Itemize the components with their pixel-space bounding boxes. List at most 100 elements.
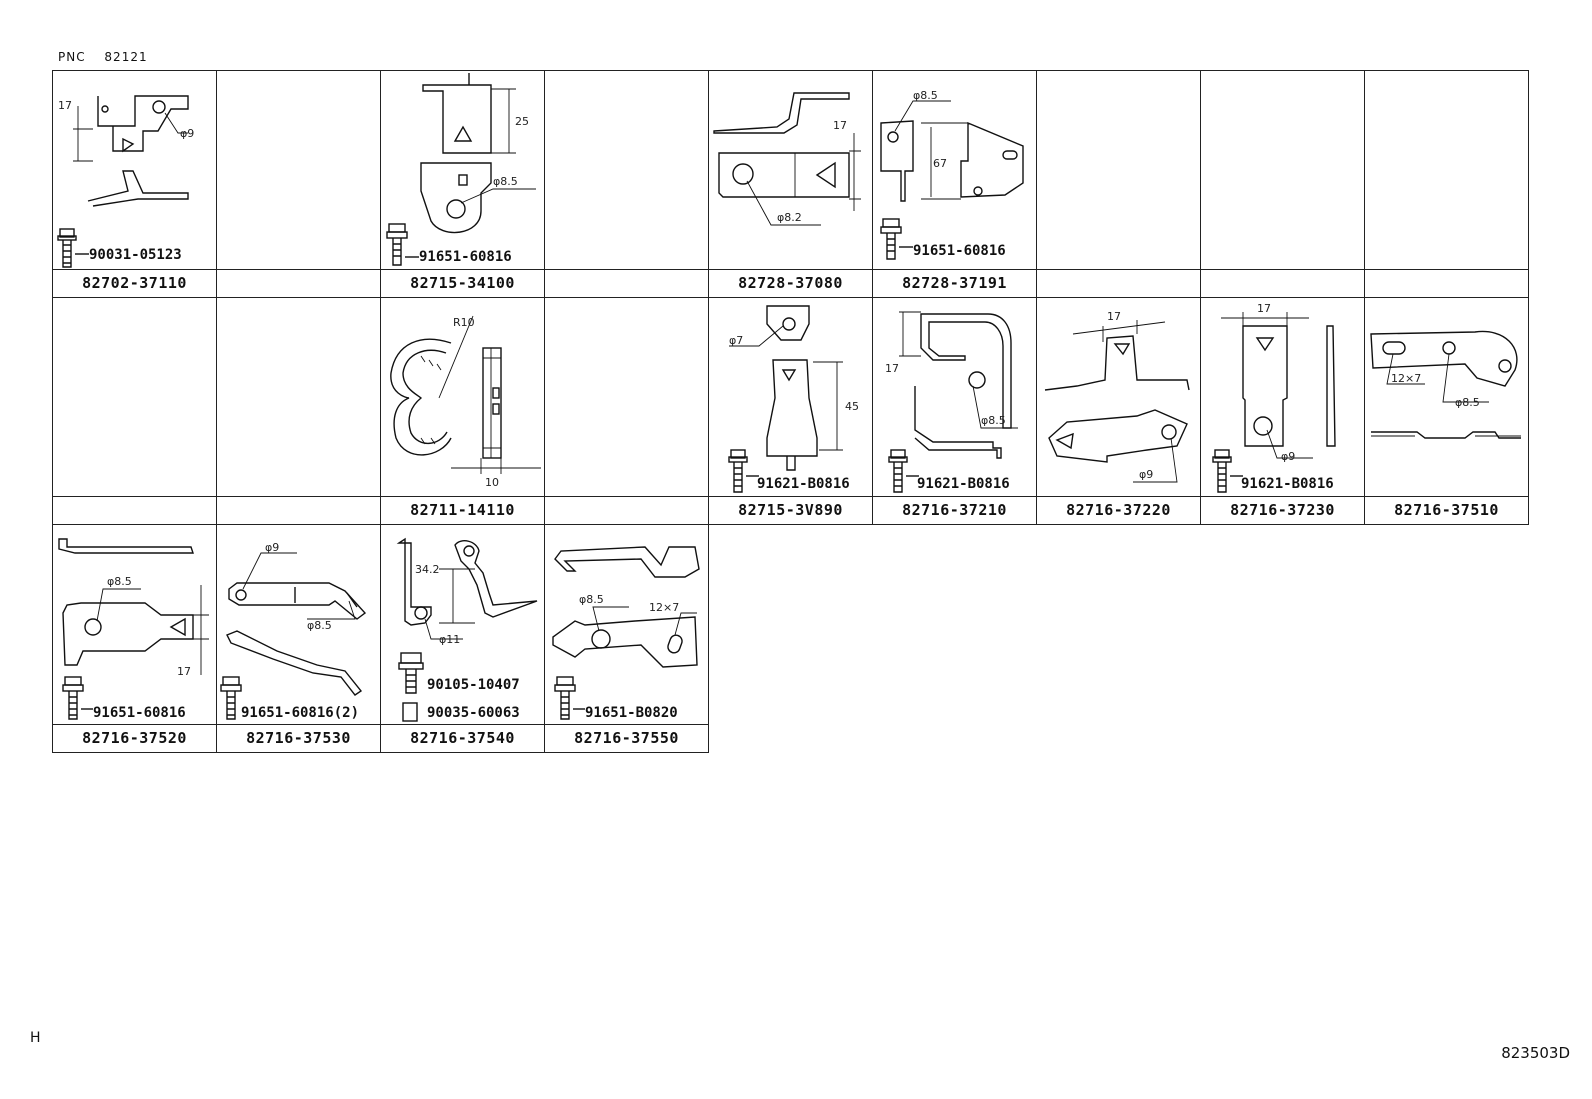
cell-r2c5[interactable]: φ7 45 91621-B0816 82715-3V890 xyxy=(708,297,873,525)
bracket-drawing: φ7 45 xyxy=(709,298,872,498)
part-number-empty xyxy=(217,496,380,524)
dim-phi85: φ8.5 xyxy=(579,593,604,606)
bolt-icon xyxy=(888,449,919,493)
dim-phi9: φ9 xyxy=(1281,450,1295,463)
cell-r1c1[interactable]: 17 φ9 90031-05123 82702-37110 xyxy=(52,70,217,298)
dim-phi82: φ8.2 xyxy=(777,211,802,224)
bracket-drawing: 17 φ9 xyxy=(1201,298,1364,498)
clamp-drawing: R10 10 xyxy=(381,298,544,498)
dim-12x7: 12×7 xyxy=(649,601,679,614)
bracket-drawing: 34.2 φ11 xyxy=(381,525,544,725)
part-number: 82716-37230 xyxy=(1201,496,1364,524)
bolt-icon xyxy=(386,223,419,266)
part-number: 82715-3V890 xyxy=(709,496,872,524)
bracket-drawing: φ8.5 12×7 xyxy=(545,525,708,725)
part-number: 82716-37210 xyxy=(873,496,1036,524)
dim-phi9: φ9 xyxy=(1139,468,1153,481)
cell-r2c1-empty xyxy=(52,297,217,525)
dim-12x7: 12×7 xyxy=(1391,372,1421,385)
bolt-number: 90105-10407 xyxy=(427,677,520,693)
bracket-drawing: 17 φ9 xyxy=(1037,298,1200,498)
dim-17: 17 xyxy=(58,99,72,112)
part-number: 82716-37520 xyxy=(53,724,216,752)
cell-r2c6[interactable]: 17 φ8.5 91621-B0816 82716-37210 xyxy=(872,297,1037,525)
dim-phi11: φ11 xyxy=(439,633,460,646)
part-number-empty xyxy=(1201,269,1364,297)
bolt-icon xyxy=(62,676,93,720)
cell-r2c8[interactable]: 17 φ9 91621-B0816 82716-37230 xyxy=(1200,297,1365,525)
cell-r3c4[interactable]: φ8.5 12×7 91651-B0820 82716-37550 xyxy=(544,524,709,753)
cell-r3c1[interactable]: φ8.5 17 91651-60816 82716-37520 xyxy=(52,524,217,753)
part-number: 82728-37080 xyxy=(709,269,872,297)
dim-phi85: φ8.5 xyxy=(913,89,938,102)
part-number: 82716-37530 xyxy=(217,724,380,752)
cell-r1c8-empty xyxy=(1200,70,1365,298)
dim-phi85: φ8.5 xyxy=(307,619,332,632)
dim-25: 25 xyxy=(515,115,529,128)
dim-17: 17 xyxy=(177,665,191,678)
cell-r1c3[interactable]: 25 φ8.5 91651-60816 82715-34100 xyxy=(380,70,545,298)
bolt-number: 91621-B0816 xyxy=(757,476,850,492)
nut-icon xyxy=(402,702,418,722)
cell-r3c3[interactable]: 34.2 φ11 90105-10407 90035-60063 82716-3… xyxy=(380,524,545,753)
part-number: 82728-37191 xyxy=(873,269,1036,297)
cell-r2c3[interactable]: R10 10 82711-14110 xyxy=(380,297,545,525)
cell-r2c2-empty xyxy=(216,297,381,525)
dim-phi7: φ7 xyxy=(729,334,743,347)
bolt-icon xyxy=(220,676,242,720)
part-number: 82716-37220 xyxy=(1037,496,1200,524)
bracket-drawing: 17 φ8.5 xyxy=(873,298,1036,498)
bolt-number: 91651-B0820 xyxy=(585,705,678,721)
bracket-drawing: 25 φ8.5 xyxy=(381,71,544,271)
cell-r1c6[interactable]: 67 φ8.5 91651-60816 82728-37191 xyxy=(872,70,1037,298)
dim-45: 45 xyxy=(845,400,859,413)
bolt-icon xyxy=(728,449,759,493)
part-number-empty xyxy=(545,269,708,297)
dim-r10: R10 xyxy=(453,316,475,329)
dim-phi85: φ8.5 xyxy=(981,414,1006,427)
bolt-number-2: 90035-60063 xyxy=(427,705,520,721)
corner-mark: H xyxy=(30,1030,41,1046)
cell-r1c7-empty xyxy=(1036,70,1201,298)
dim-67: 67 xyxy=(933,157,947,170)
dim-phi9: φ9 xyxy=(180,127,194,140)
cell-r1c9-empty xyxy=(1364,70,1529,298)
dim-17: 17 xyxy=(1257,302,1271,315)
bolt-number: 91651-60816(2) xyxy=(241,705,360,721)
part-number-empty xyxy=(1037,269,1200,297)
bracket-drawing: φ8.5 17 xyxy=(53,525,216,725)
bracket-drawing: 67 φ8.5 xyxy=(873,71,1036,271)
cell-r3c2[interactable]: φ9 φ8.5 91651-60816(2) 82716-37530 xyxy=(216,524,381,753)
cell-r1c2-empty xyxy=(216,70,381,298)
bolt-number: 91621-B0816 xyxy=(917,476,1010,492)
pnc-header: PNC 82121 xyxy=(58,50,162,64)
bolt-icon xyxy=(398,652,424,694)
part-number: 82711-14110 xyxy=(381,496,544,524)
bracket-drawing: 17 φ9 xyxy=(53,71,216,271)
cell-r1c4-empty xyxy=(544,70,709,298)
part-number: 82716-37540 xyxy=(381,724,544,752)
dim-342: 34.2 xyxy=(415,563,440,576)
dim-17: 17 xyxy=(1107,310,1121,323)
bolt-icon xyxy=(554,676,585,720)
dim-phi85: φ8.5 xyxy=(493,175,518,188)
bracket-drawing: φ9 φ8.5 xyxy=(217,525,380,725)
cell-r2c4-empty xyxy=(544,297,709,525)
cell-r2c9[interactable]: 12×7 φ8.5 82716-37510 xyxy=(1364,297,1529,525)
dim-17: 17 xyxy=(833,119,847,132)
figure-id: 823503D xyxy=(1501,1044,1570,1062)
dim-phi85: φ8.5 xyxy=(1455,396,1480,409)
part-number: 82702-37110 xyxy=(53,269,216,297)
part-number: 82716-37550 xyxy=(545,724,708,752)
bracket-drawing: 17 φ8.2 xyxy=(709,71,872,271)
bolt-number: 90031-05123 xyxy=(89,247,182,263)
pnc-label: PNC xyxy=(58,50,86,64)
bolt-icon xyxy=(1212,449,1243,493)
part-number-empty xyxy=(545,496,708,524)
part-number-empty xyxy=(1365,269,1528,297)
cell-r1c5[interactable]: 17 φ8.2 82728-37080 xyxy=(708,70,873,298)
cell-r2c7[interactable]: 17 φ9 82716-37220 xyxy=(1036,297,1201,525)
part-number: 82715-34100 xyxy=(381,269,544,297)
bolt-number: 91651-60816 xyxy=(913,243,1006,259)
part-number-empty xyxy=(217,269,380,297)
